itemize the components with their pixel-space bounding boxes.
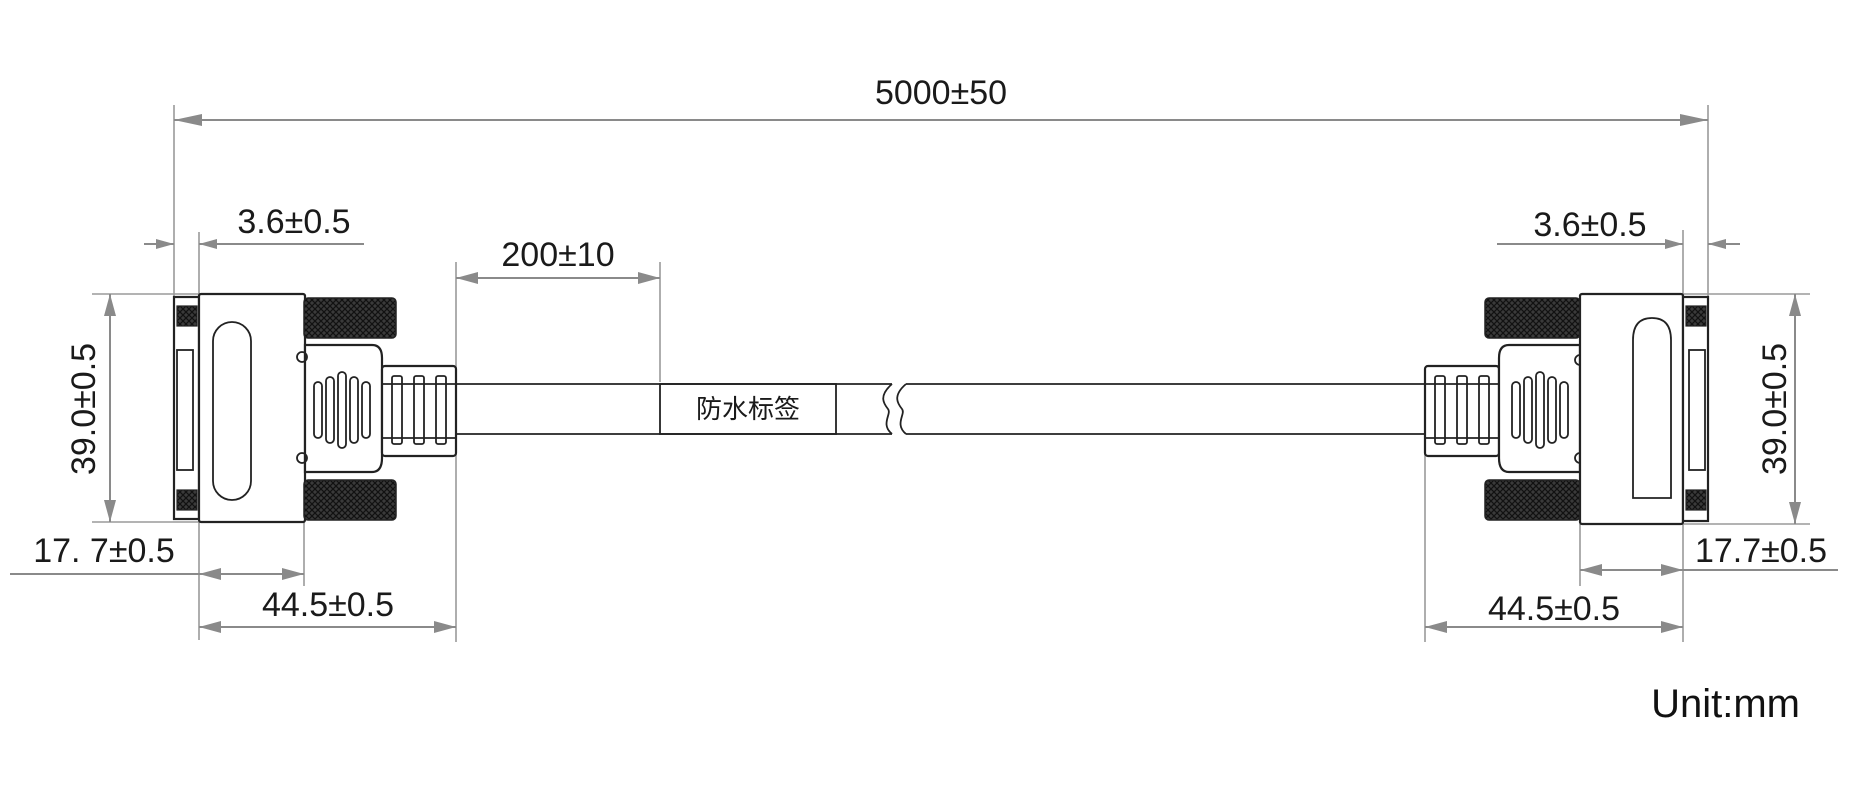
left-flange-label: 3.6±0.5 xyxy=(237,203,350,241)
right-flange-dimension: 3.6±0.5 xyxy=(1497,206,1740,300)
left-height-label: 39.0±0.5 xyxy=(65,343,103,475)
left-connector xyxy=(172,292,458,524)
right-depth-label: 17.7±0.5 xyxy=(1695,532,1827,570)
right-height-dimension: 39.0±0.5 xyxy=(1680,293,1810,525)
right-flange-plate xyxy=(1681,295,1710,523)
right-height-label: 39.0±0.5 xyxy=(1756,343,1794,475)
right-hood xyxy=(1497,343,1582,474)
unit-label: Unit:mm xyxy=(1651,682,1800,726)
right-thumb-screw-bottom xyxy=(1484,479,1581,521)
right-length-label: 44.5±0.5 xyxy=(1488,590,1620,628)
right-depth-dimension: 17.7±0.5 xyxy=(1579,524,1838,642)
cable-break-mark xyxy=(882,383,893,435)
left-flange-plate xyxy=(172,295,201,521)
right-connector xyxy=(1423,292,1710,526)
total-length-label: 5000±50 xyxy=(875,74,1007,112)
right-strain-relief xyxy=(1423,364,1501,458)
right-thumb-screw-top xyxy=(1484,297,1581,339)
waterproof-label-text: 防水标签 xyxy=(696,395,800,425)
waterproof-label-sleeve xyxy=(659,383,837,435)
left-strain-relief xyxy=(380,364,458,458)
left-height-dimension: 39.0±0.5 xyxy=(65,293,200,523)
left-hood xyxy=(303,343,384,474)
left-thumb-screw-bottom xyxy=(303,479,397,521)
left-shell-window xyxy=(212,321,252,501)
left-thumb-screw-top xyxy=(303,297,397,339)
left-depth-label: 17. 7±0.5 xyxy=(33,532,175,570)
total-length-dimension: 5000±50 xyxy=(173,74,1709,300)
right-grip-ribs xyxy=(1511,371,1569,449)
left-grip-ribs xyxy=(313,371,371,449)
label-offset-dimension: 200±10 xyxy=(455,236,661,382)
right-length-dimension: 44.5±0.5 xyxy=(1424,440,1683,642)
right-shell-body xyxy=(1578,292,1685,526)
left-length-dimension: 44.5±0.5 xyxy=(199,440,457,642)
label-offset-label: 200±10 xyxy=(501,236,614,274)
left-depth-dimension: 17. 7±0.5 xyxy=(10,522,305,640)
right-flange-label: 3.6±0.5 xyxy=(1533,206,1646,244)
left-length-label: 44.5±0.5 xyxy=(262,586,394,624)
cable: 防水标签 xyxy=(456,383,1425,435)
left-flange-dimension: 3.6±0.5 xyxy=(144,203,364,300)
right-shell-window xyxy=(1632,317,1672,499)
